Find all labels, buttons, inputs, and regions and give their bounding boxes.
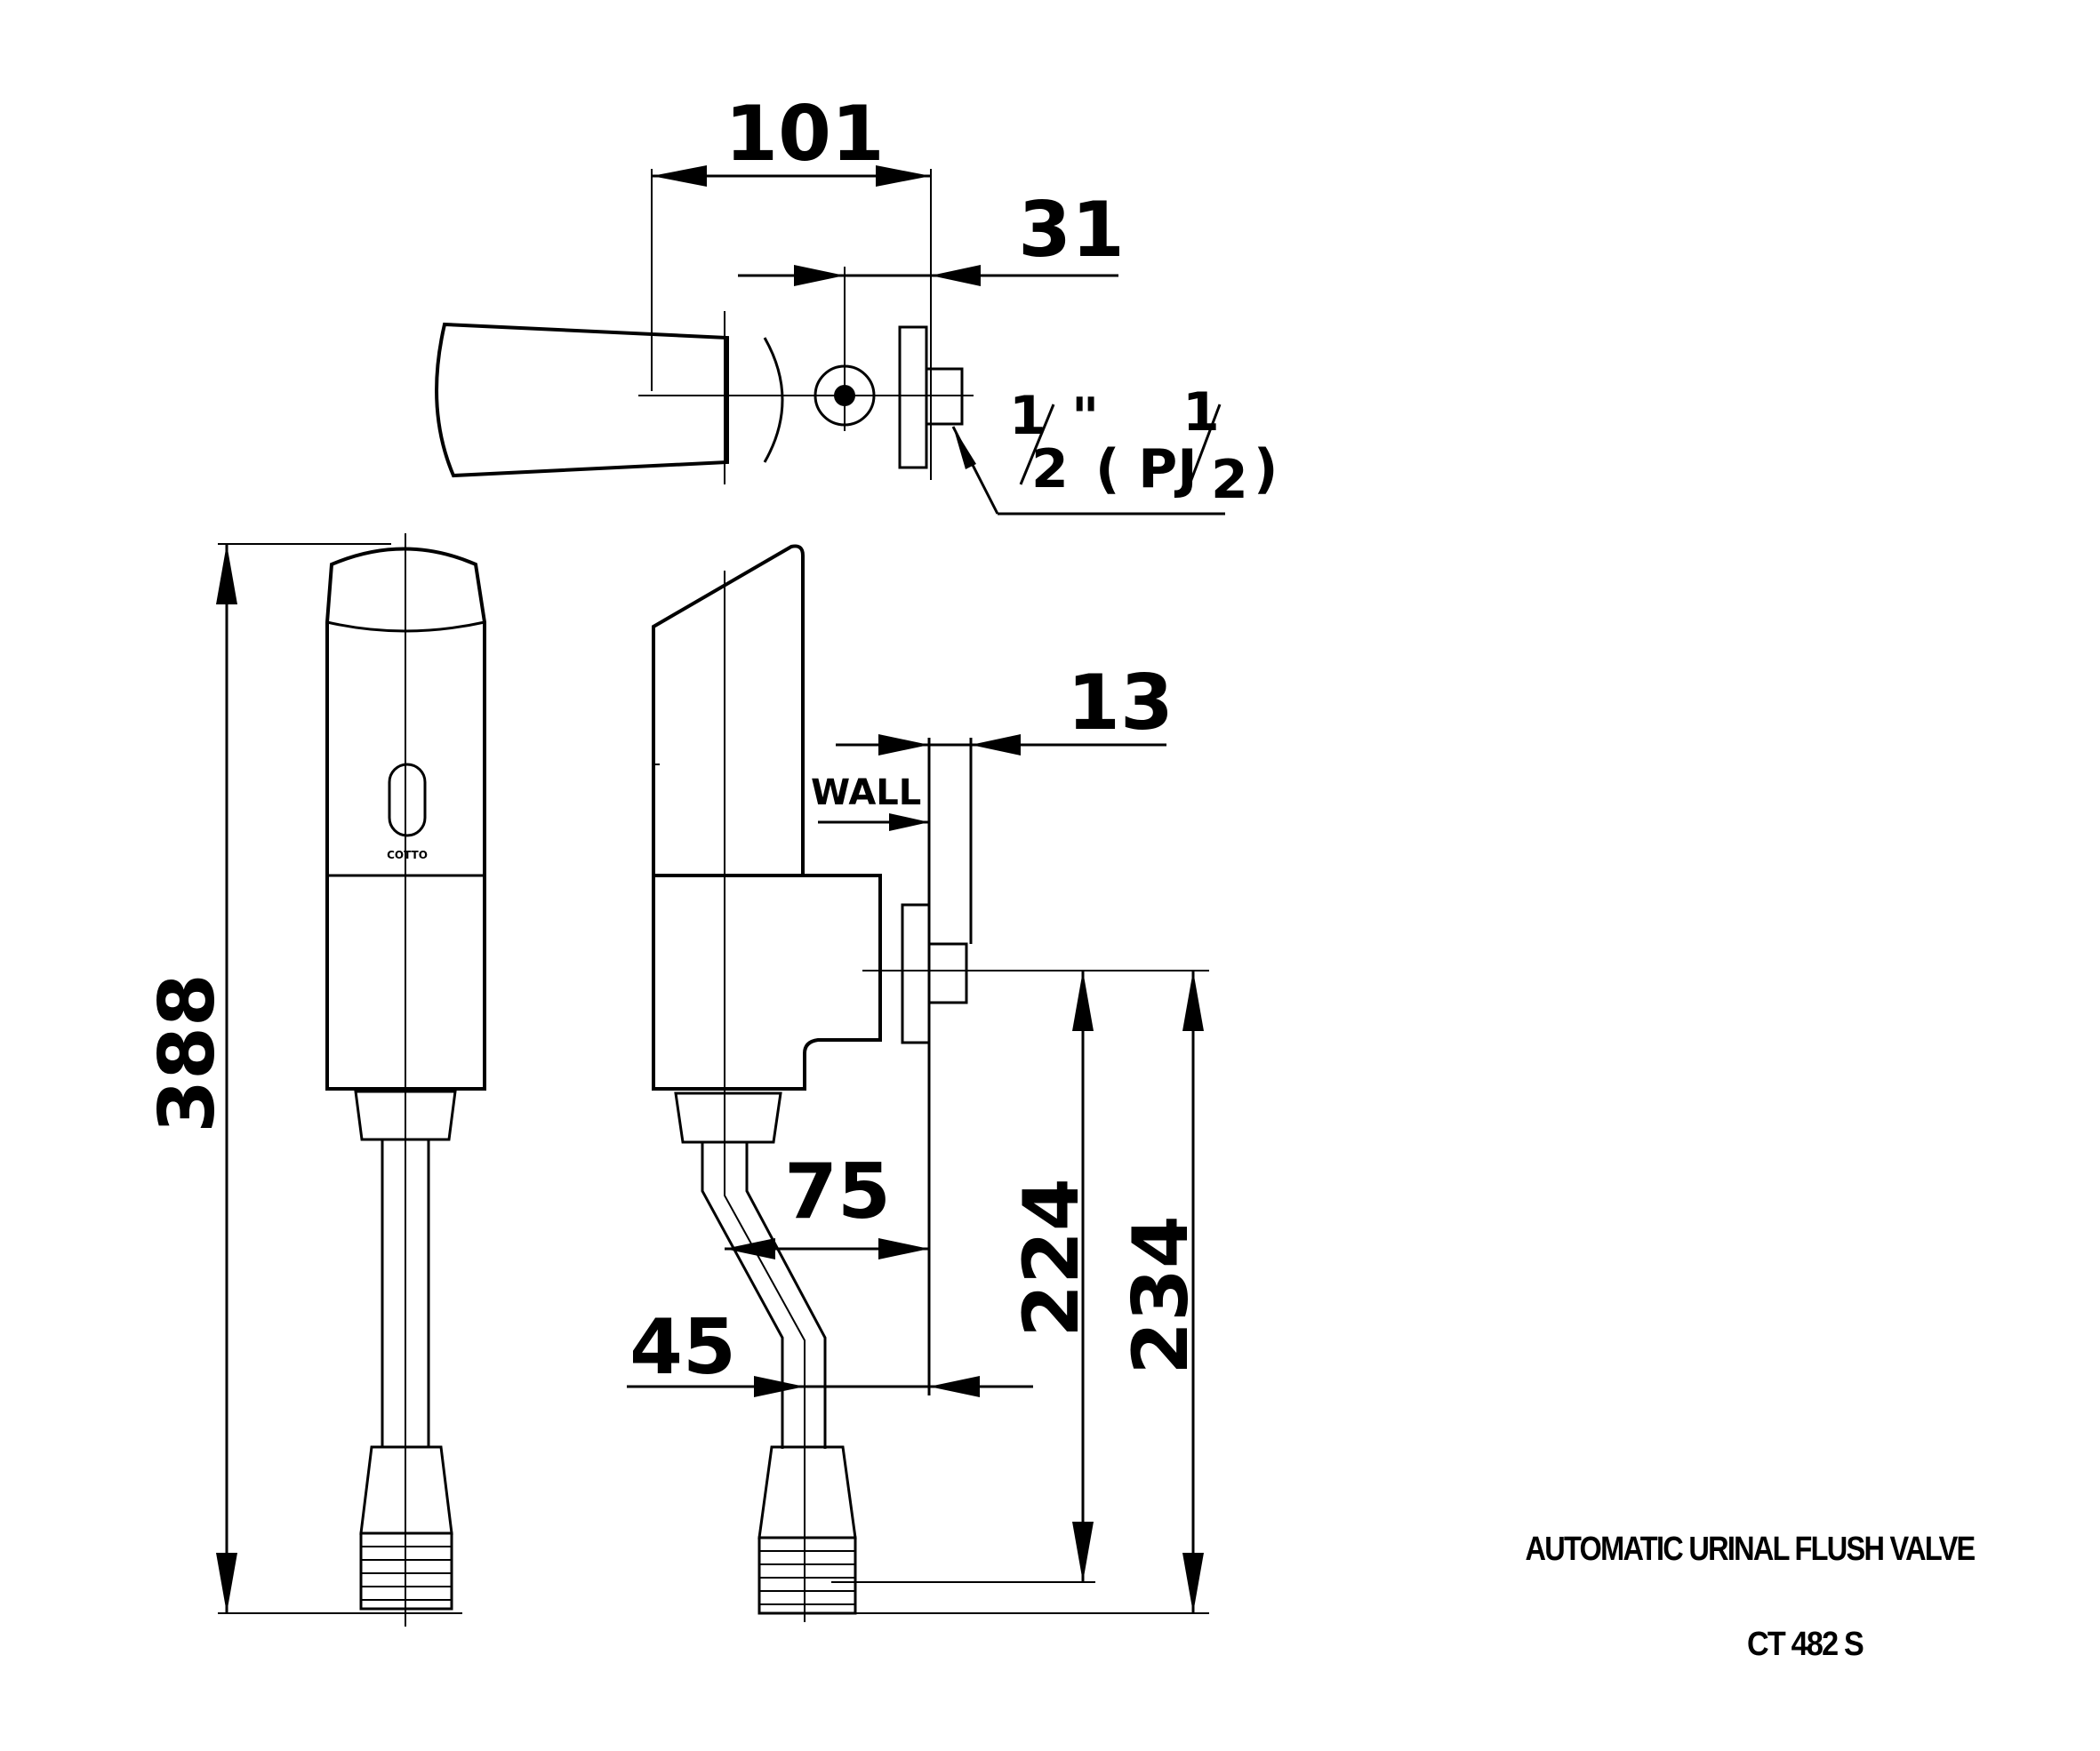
dim-top-width: 101 — [651, 90, 932, 480]
svg-text:": " — [1071, 387, 1099, 449]
dim-outlet-height: 234 — [805, 971, 1209, 1614]
dim-31-label: 31 — [1018, 186, 1125, 275]
side-view — [652, 544, 978, 1622]
svg-text:1: 1 — [1182, 381, 1220, 444]
product-model: CT 482 S — [1747, 1626, 1864, 1663]
title-block: AUTOMATIC URINAL FLUSH VALVE CT 482 S — [1526, 1531, 1977, 1663]
brand-mark: COTTO — [387, 849, 428, 861]
product-name: AUTOMATIC URINAL FLUSH VALVE — [1526, 1531, 1976, 1568]
front-view: COTTO — [325, 533, 486, 1627]
top-view — [435, 267, 1225, 516]
dim-234-label: 234 — [1117, 1215, 1206, 1375]
dim-101-label: 101 — [725, 90, 885, 179]
connection-size-label: 1 2 " ( PJ 1 2 ) — [1009, 381, 1278, 511]
side-thread — [757, 1536, 857, 1615]
dim-45-label: 45 — [629, 1303, 736, 1392]
dim-224-label: 224 — [1007, 1178, 1096, 1338]
svg-text:2: 2 — [1031, 438, 1069, 500]
svg-text:WALL: WALL — [811, 772, 921, 813]
svg-text:( PJ: ( PJ — [1095, 438, 1198, 500]
svg-text:2: 2 — [1211, 449, 1248, 511]
dim-total-height: 388 — [143, 543, 462, 1614]
dim-388-label: 388 — [143, 973, 232, 1133]
dim-projection: 75 — [725, 1147, 929, 1259]
dim-75-label: 75 — [784, 1147, 891, 1236]
svg-text:): ) — [1254, 438, 1278, 500]
dim-pipe-offset: 45 — [627, 1303, 1033, 1397]
dim-inlet-height: 224 — [831, 970, 1209, 1583]
dim-13-label: 13 — [1067, 659, 1174, 748]
dim-wall-gap: 13 — [836, 659, 1174, 756]
wall-label: WALL — [811, 772, 929, 831]
dim-top-offset: 31 — [738, 186, 1125, 286]
